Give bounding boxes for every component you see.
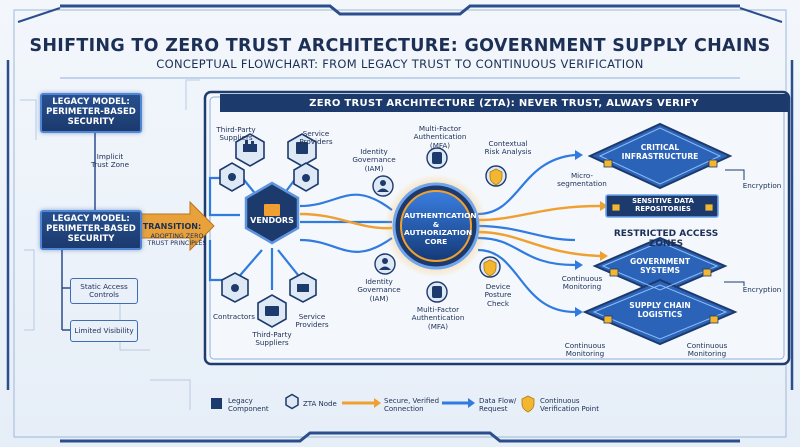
label-encryption-bottom: Encryption <box>742 285 782 294</box>
label-third-party-top: Third-Party Suppliers <box>216 125 256 143</box>
legend-legacy-component: Legacy Component <box>228 397 269 414</box>
label-iam-top: Identity Governance (IAM) <box>352 147 396 173</box>
label-service-bottom: Service Providers <box>295 312 329 330</box>
core-label: AUTHENTICATION & AUTHORIZATION CORE <box>404 211 477 246</box>
label-monitoring-mid: Continuous Monitoring <box>561 274 603 292</box>
transition-arrow <box>136 200 215 252</box>
verification-point-swatch <box>521 395 535 413</box>
label-mfa-bottom: Multi-Factor Authentication (MFA) <box>411 305 465 331</box>
label-third-party-bottom: Third-Party Suppliers <box>252 330 292 348</box>
zone-critical-platform <box>587 122 733 190</box>
label-micro-segmentation: Micro-segmentation <box>557 171 607 189</box>
zta-panel-title: ZERO TRUST ARCHITECTURE (ZTA): NEVER TRU… <box>220 94 788 112</box>
transition-subtitle: ADOPTING ZERO TRUST PRINCIPLES <box>147 233 207 248</box>
label-contractors: Contractors <box>212 312 256 321</box>
label-monitoring-left: Continuous Monitoring <box>564 341 606 359</box>
page-subtitle: CONCEPTUAL FLOWCHART: FROM LEGACY TRUST … <box>156 57 644 71</box>
limited-visibility-box: Limited Visibility <box>70 320 138 342</box>
label-iam-bottom: Identity Governance (IAM) <box>357 277 401 303</box>
legacy-model-top-box: LEGACY MODEL: PERIMETER-BASED SECURITY <box>40 93 142 133</box>
legacy-component-swatch <box>211 398 222 409</box>
label-encryption-top: Encryption <box>742 181 782 190</box>
zone-supply-label: SUPPLY CHAIN LOGISTICS <box>629 301 691 319</box>
transition-title: TRANSITION: <box>142 222 202 231</box>
page-title: SHIFTING TO ZERO TRUST ARCHITECTURE: GOV… <box>29 36 771 56</box>
legend-verification-point: Continuous Verification Point <box>540 397 599 414</box>
label-monitoring-right: Continuous Monitoring <box>686 341 728 359</box>
zone-sensitive-box <box>605 194 719 218</box>
zone-government-platform <box>592 236 728 296</box>
label-service-top: Service Providers <box>299 129 333 147</box>
zone-restricted-label: RESTRICTED ACCESS ZONES <box>613 229 719 250</box>
label-risk: Contextual Risk Analysis <box>484 139 532 157</box>
static-access-box: Static Access Controls <box>70 278 138 304</box>
implicit-trust-label: Implicit Trust Zone <box>91 152 129 170</box>
legacy-model-mid-box: LEGACY MODEL: PERIMETER-BASED SECURITY <box>40 210 142 250</box>
label-device: Device Posture Check <box>484 282 512 308</box>
zone-critical-label: CRITICAL INFRASTRUCTURE <box>621 143 699 161</box>
zone-sensitive-label: SENSITIVE DATA REPOSITORIES <box>632 197 694 213</box>
zone-supply-platform <box>582 278 738 346</box>
legend-data-flow: Data Flow/ Request <box>479 397 517 414</box>
label-mfa-top: Multi-Factor Authentication (MFA) <box>413 124 467 150</box>
legend-zta-node: ZTA Node <box>303 400 337 408</box>
legend-secure-connection: Secure, Verified Connection <box>384 397 440 414</box>
zone-government-label: GOVERNMENT SYSTEMS <box>629 257 691 275</box>
vendors-label: VENDORS <box>250 216 294 225</box>
zta-node-swatch <box>285 393 299 410</box>
